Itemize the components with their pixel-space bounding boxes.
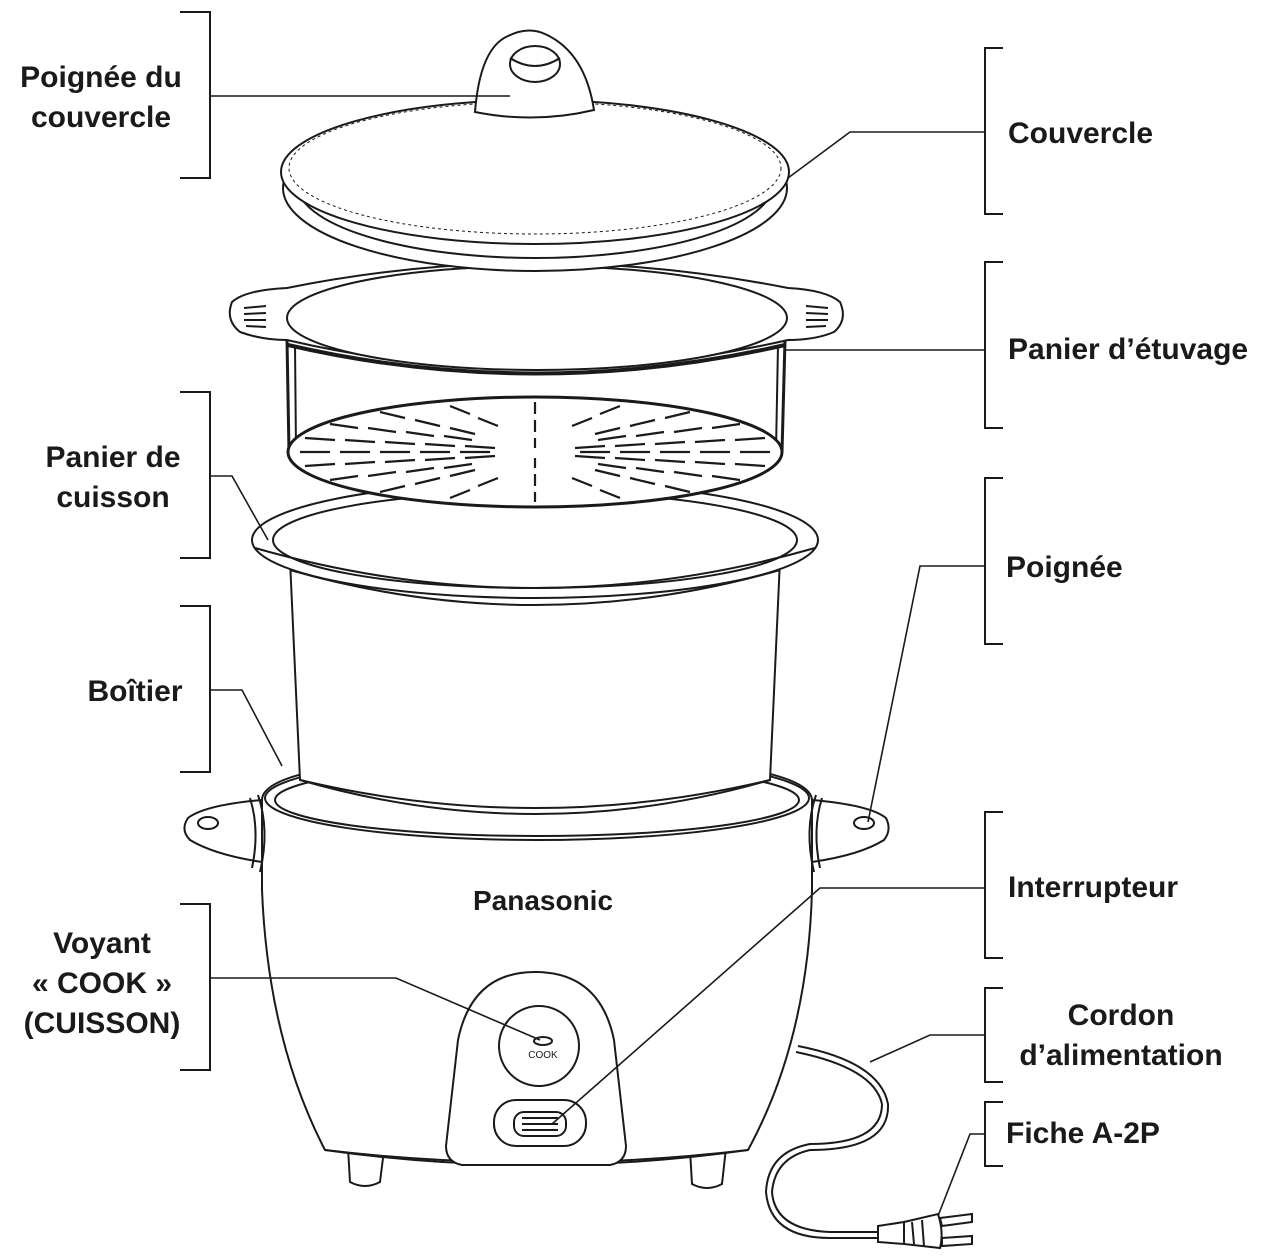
label-cook-light-line-2: « COOK »: [31, 967, 173, 1000]
label-cooking-pan-line-2: cuisson: [56, 481, 170, 514]
pan-bottom-edge: [299, 779, 771, 809]
lid-dome: [280, 99, 790, 245]
label-lid-handle-line-1: Poignée du: [20, 61, 182, 94]
label-switch-line-1: Interrupteur: [1008, 871, 1179, 904]
label-lid-line-1: Couvercle: [1008, 117, 1154, 150]
label-steam-basket: Panier d’étuvage: [1008, 330, 1248, 370]
steam-basket-grip-right: [805, 305, 829, 328]
label-handle-line-1: Poignée: [1006, 551, 1123, 584]
body-handle-right: [808, 794, 890, 873]
label-lid-handle-line-2: couvercle: [30, 101, 172, 134]
label-steam-basket-line-1: Panier d’étuvage: [1008, 333, 1249, 366]
label-lid-handle: Poignée du couvercle: [6, 58, 196, 138]
bracket-handle: [984, 477, 1003, 645]
leader-lid: [787, 131, 985, 179]
cooking-pan: [251, 481, 819, 815]
label-cooking-pan: Panier de cuisson: [18, 438, 208, 518]
bracket-cooking-pan: [180, 391, 211, 559]
steam-basket-inner-rim: [286, 265, 788, 371]
label-plug: Fiche A-2P: [1006, 1114, 1160, 1154]
body-handle-left: [183, 794, 266, 873]
pan-rim-lip: [254, 547, 816, 589]
bracket-body: [180, 605, 211, 773]
cook-light-window: [498, 1005, 580, 1087]
bracket-steam-basket: [984, 261, 1003, 429]
foot-left: [346, 1146, 386, 1187]
label-cooking-pan-line-1: Panier de: [45, 441, 181, 474]
label-power-cord-line-1: Cordon: [1067, 999, 1175, 1032]
steam-basket-perforations: [300, 402, 770, 502]
label-power-cord: Cordon d’alimentation: [990, 996, 1252, 1076]
label-switch: Interrupteur: [1008, 868, 1178, 908]
pan-wall: [288, 559, 782, 815]
leader-cook-light: [210, 977, 541, 1041]
bracket-cook-light: [180, 903, 211, 1071]
foot-right: [688, 1146, 728, 1189]
label-power-cord-line-2: d’alimentation: [1019, 1039, 1223, 1072]
label-handle: Poignée: [1006, 548, 1123, 588]
bracket-lid: [984, 47, 1003, 215]
label-brackets: [180, 11, 1003, 1167]
label-body: Boîtier: [60, 672, 210, 712]
steam-basket: [228, 262, 844, 509]
label-plug-line-1: Fiche A-2P: [1006, 1117, 1160, 1150]
label-body-line-1: Boîtier: [87, 675, 183, 708]
leader-body: [210, 689, 283, 767]
leader-cooking-pan: [210, 475, 269, 541]
cook-indicator-label: COOK: [528, 1050, 558, 1061]
lid-knob-hole: [509, 45, 561, 83]
bracket-switch: [984, 811, 1003, 959]
bracket-lid-handle: [180, 11, 211, 179]
control-panel: [444, 970, 628, 1166]
brand-logo: Panasonic: [473, 885, 613, 916]
label-cook-light: Voyant « COOK » (CUISSON): [0, 924, 204, 1044]
bracket-plug: [984, 1101, 1003, 1167]
leader-power-cord: [869, 1034, 985, 1063]
leader-plug: [937, 1133, 985, 1217]
power-cord: [764, 1045, 890, 1239]
plug: [877, 1212, 973, 1250]
leader-handle: [867, 565, 985, 823]
label-cook-light-line-3: (CUISSON): [23, 1007, 181, 1040]
lid: [280, 29, 790, 272]
leader-switch: [551, 887, 985, 1125]
label-lid: Couvercle: [1008, 114, 1153, 154]
steam-basket-grip-left: [243, 305, 267, 328]
steam-basket-bottom: [286, 395, 784, 509]
label-cook-light-line-1: Voyant: [53, 927, 151, 960]
leader-lines: [210, 95, 985, 1217]
